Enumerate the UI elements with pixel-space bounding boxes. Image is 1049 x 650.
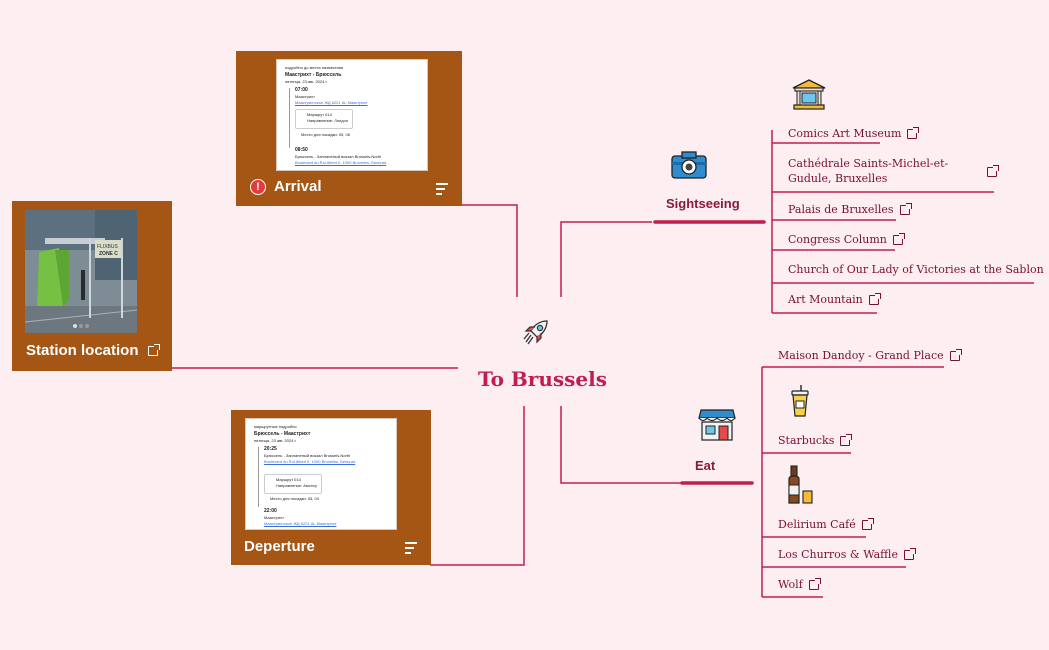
museum-icon [792,79,826,110]
external-link-icon[interactable] [147,343,160,356]
ticket-dep-time: 07:00 [295,87,308,93]
departure-ticket-screenshot: маршрутные подробно Брюссель - Маастрихт… [245,418,397,530]
leaf-wolf[interactable]: Wolf [778,577,821,592]
leaf-palais-de-bruxelles[interactable]: Palais de Bruxelles [788,202,912,217]
ticket-bus-dest: Направление: Амстер [276,483,317,488]
branch-eat[interactable]: Eat [695,458,716,473]
ticket-date: пятница, 23 авг. 2024 г. [285,79,328,84]
external-link-icon[interactable] [840,434,853,446]
iced-drink-icon [791,385,809,417]
ticket-dep-time: 20:25 [264,446,277,452]
ticket-dep-city: Маастрихт [295,94,315,99]
arrival-label: Arrival [274,178,322,195]
ticket-bus-line: Маршрут 014 [307,112,332,117]
arrival-ticket-screenshot: подробно до места назначения Маастрихт -… [276,59,428,171]
ticket-arr-place: Маастрихт [264,515,284,520]
departure-label: Deperture [244,538,315,555]
ticket-bus-dest: Направление: Лондон [307,118,349,123]
station-sign-zone: ZONE C [99,251,118,257]
station-card[interactable]: FLIXBUS ZONE C Station location [12,201,172,371]
ticket-dep-addr: Boulevard du Roi Albert II, 1000 Bruxell… [264,459,356,464]
departure-label-row: Deperture [244,538,315,555]
external-link-icon[interactable] [899,203,912,215]
beer-bottle-icon [788,465,813,504]
station-label: Station location [26,342,139,359]
station-sign-top: FLIXBUS [97,244,119,250]
external-link-icon[interactable] [903,548,916,560]
leaf-delirium-cafe[interactable]: Delirium Café [778,517,874,532]
ticket-arr-place: Брюссель - Запланеный вокзал Brussels-No… [295,154,382,159]
ticket-route: Брюссель - Маастрихт [254,431,311,437]
ticket-header: подробно до места назначения [285,65,344,70]
rocket-icon [523,320,548,345]
external-link-icon[interactable] [949,349,962,361]
notes-icon[interactable] [405,542,417,557]
leaf-los-churros[interactable]: Los Churros & Waffle [778,547,916,562]
bus-info-box [264,474,322,494]
notes-icon[interactable] [436,183,448,198]
ticket-route: Маастрихт - Брюссель [285,72,342,78]
leaf-congress-column[interactable]: Congress Column [788,232,905,247]
ticket-arr-addr: Boulevard du Roi Albert II, 1000 Bruxell… [295,160,387,165]
ticket-seat: Место для посадки: 05, 06 [301,132,350,137]
route-line [258,447,259,507]
ticket-header: маршрутные подробно [254,424,297,429]
route-line [289,88,290,148]
external-link-icon[interactable] [808,578,821,590]
departure-card[interactable]: маршрутные подробно Брюссель - Маастрихт… [231,410,431,565]
external-link-icon[interactable] [861,518,874,530]
ticket-dep-city: Брюссель - Запланеный вокзал Brussels-No… [264,453,351,458]
ticket-date: пятница, 23 авг. 2024 г. [254,438,297,443]
ticket-arr-time: 08:50 [295,147,308,153]
arrival-label-row: ! Arrival [250,178,322,195]
arrival-card[interactable]: подробно до места назначения Маастрихт -… [236,51,462,206]
branch-sightseeing[interactable]: Sightseeing [666,196,740,211]
leaf-starbucks[interactable]: Starbucks [778,433,853,448]
external-link-icon[interactable] [868,293,881,305]
external-link-icon[interactable] [892,233,905,245]
alert-icon: ! [250,178,266,195]
station-photo: FLIXBUS ZONE C [25,210,137,333]
bus-stop-photo-icon: FLIXBUS ZONE C [25,210,137,333]
station-label-row: Station location [26,342,160,359]
external-link-icon[interactable] [987,165,999,177]
external-link-icon[interactable] [907,127,920,139]
shop-icon [698,409,736,441]
camera-icon [671,151,707,179]
leaf-church-sablon[interactable]: Church of Our Lady of Victories at the S… [788,263,1044,276]
leaf-comics-art-museum[interactable]: Comics Art Museum [788,126,920,141]
leaf-cathedrale[interactable]: Cathédrale Saints-Michel-et-Gudule, Brux… [788,157,949,185]
ticket-arr-addr: Маастрихтское ЖД 6221 AL Маастрихт [264,521,337,526]
ticket-bus-line: Маршрут 014 [276,477,301,482]
ticket-dep-addr: Маастрихтское ЖД 6221 AL Маастрихт [295,100,368,105]
ticket-arr-time: 22:00 [264,508,277,514]
ticket-seat: Место для посадки: 05, 04 [270,496,319,501]
leaf-art-mountain[interactable]: Art Mountain [788,292,881,307]
central-topic[interactable]: To Brussels [478,367,607,391]
leaf-maison-dandoy[interactable]: Maison Dandoy - Grand Place [778,348,962,363]
bus-info-box [295,109,353,129]
